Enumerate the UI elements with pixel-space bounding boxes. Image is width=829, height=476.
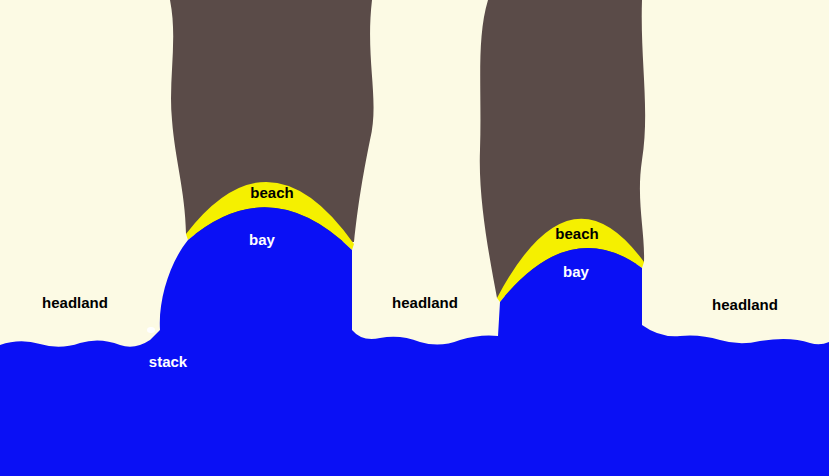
region-label: beach [555,226,598,243]
region-label: headland [392,295,458,312]
region-label: headland [42,295,108,312]
region-label: beach [250,185,293,202]
region-label: bay [563,264,589,281]
region-label: stack [149,354,187,371]
region-label: headland [712,297,778,314]
sea [0,207,829,476]
region-label: bay [249,232,275,249]
sea-stack [147,327,155,333]
